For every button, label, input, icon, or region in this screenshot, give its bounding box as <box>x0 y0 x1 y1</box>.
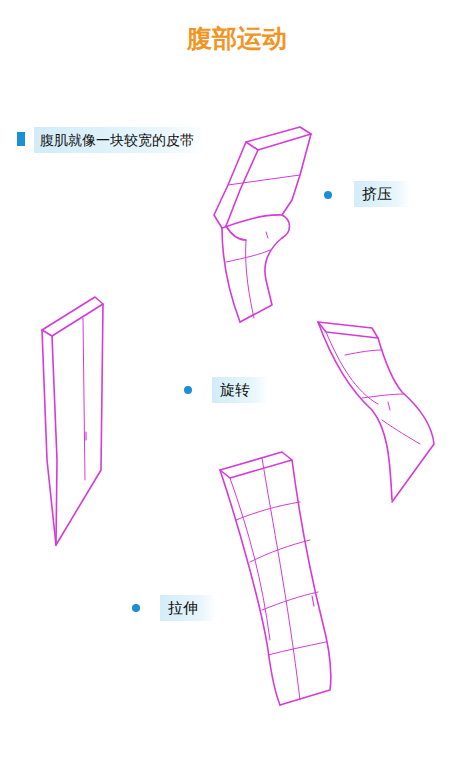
motion-label: 拉伸 <box>160 595 216 621</box>
page-title: 腹部运动 <box>0 22 474 55</box>
intro-note: 腹肌就像一块较宽的皮带 <box>34 127 204 153</box>
motion-label: 旋转 <box>212 377 268 403</box>
twisted-belt <box>318 322 434 502</box>
squeeze-belt <box>214 127 311 322</box>
stretch-belt <box>220 452 331 705</box>
motion-label: 挤压 <box>354 181 410 207</box>
straight-belt <box>42 297 103 545</box>
